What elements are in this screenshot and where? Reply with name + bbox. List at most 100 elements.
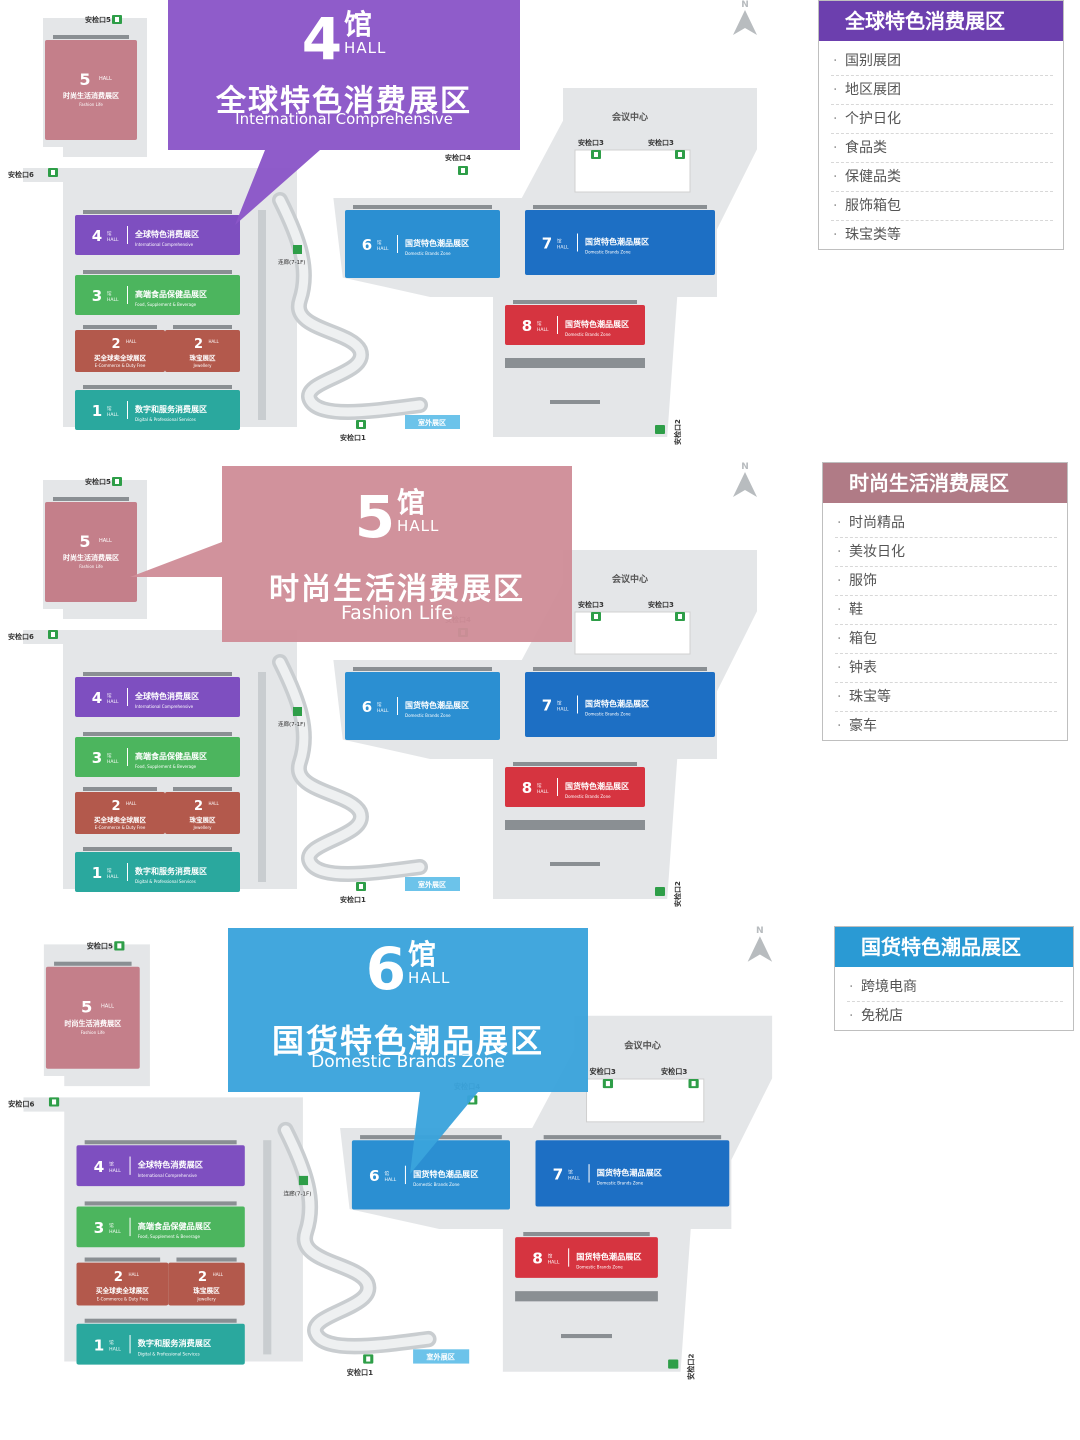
- hall-number: 8: [522, 317, 532, 335]
- hall-6-fill: [345, 672, 500, 740]
- hall-unit-label: HALL: [209, 339, 220, 344]
- hall-3-fill: [76, 1206, 245, 1248]
- hall-zone-en: E-Commerce & Duty Free: [97, 1296, 149, 1301]
- highlight-callout-shape: [228, 928, 588, 1174]
- gate-label: 安检口6: [8, 170, 34, 179]
- hall-unit-label: HALL: [129, 1272, 140, 1277]
- hall-zone-cn: 国货特色潮品展区: [597, 1167, 662, 1177]
- svg-text:馆: 馆: [557, 238, 562, 245]
- security-gate-gate2: 安检口2: [668, 1354, 696, 1380]
- walkway: [258, 210, 266, 420]
- hall-unit-label: HALL: [101, 1004, 114, 1010]
- outdoor-area: [413, 1349, 470, 1364]
- hall-zone-en: Digital & Professional Services: [135, 879, 196, 884]
- walkway: [263, 1140, 272, 1355]
- hall-zone-cn: 时尚生活消费展区: [63, 91, 119, 100]
- hall-unit-label: HALL: [209, 801, 220, 806]
- corridor-label: 连廊(7-1F): [284, 1189, 312, 1197]
- callout-bubble: [130, 466, 572, 642]
- category-item: 国别展团: [831, 47, 1053, 76]
- hall-zone-en: Jewellery: [192, 363, 212, 368]
- security-gate-gate2: 安检口2: [655, 419, 682, 445]
- hall-zone-en: Domestic Brands Zone: [585, 712, 631, 717]
- hall-2b-fill: [168, 1262, 245, 1306]
- gate-label: 安检口3: [661, 1067, 687, 1076]
- hall-zone-en: Domestic Brands Zone: [405, 713, 451, 718]
- hall-unit-label: HALL: [99, 538, 112, 544]
- svg-text:馆: 馆: [107, 692, 112, 699]
- svg-text:馆: 馆: [109, 1222, 114, 1229]
- hall-zone-en: International Comprehensive: [135, 704, 194, 709]
- category-item: 美妆日化: [835, 538, 1057, 567]
- hall-unit-label: HALL: [107, 699, 119, 705]
- gate-label: 安检口1: [340, 433, 366, 442]
- hall-zone-en: International Comprehensive: [135, 242, 194, 247]
- gate-label: 安检口5: [87, 941, 113, 950]
- security-gate-gate1: 安检口1: [340, 882, 366, 904]
- hall-zone-en: Food, Supplement & Beverage: [135, 302, 197, 307]
- hall-unit-label: HALL: [107, 759, 119, 765]
- hall-unit-label: HALL: [385, 1177, 397, 1183]
- security-gate-gate5: 安检口5: [85, 15, 122, 24]
- gate-label: 安检口2: [673, 419, 682, 445]
- hall-zone-cn: 全球特色消费展区: [137, 1160, 203, 1170]
- hall-3-fill: [75, 275, 240, 315]
- gate-icon: [655, 887, 665, 896]
- security-gate-gate3: 安检口3: [648, 600, 685, 621]
- hall-zone-cn: 买全球卖全球展区: [94, 353, 147, 362]
- hall-zone-en: Domestic Brands Zone: [565, 794, 611, 799]
- hall-zone-cn: 时尚生活消费展区: [63, 553, 119, 562]
- svg-text:馆: 馆: [107, 230, 112, 237]
- hall-zone-cn: 国货特色潮品展区: [565, 319, 629, 329]
- gate-label: 安检口6: [8, 632, 34, 641]
- hall-zone-en: Domestic Brands Zone: [413, 1182, 460, 1187]
- hall-zone-cn: 珠宝展区: [193, 1286, 220, 1295]
- category-panel: 时尚生活消费展区时尚精品美妆日化服饰鞋箱包钟表珠宝等豪车: [822, 462, 1068, 741]
- category-item: 珠宝类等: [831, 221, 1053, 249]
- hall-zone-en: Fashion Life: [79, 564, 103, 569]
- hall-4-fill: [75, 677, 240, 717]
- gate-label: 安检口5: [85, 15, 111, 24]
- hall-zone-en: Domestic Brands Zone: [576, 1265, 623, 1270]
- hall-2a-fill: [76, 1262, 169, 1306]
- hall-unit-label: HALL: [377, 246, 389, 252]
- svg-text:馆: 馆: [107, 290, 112, 297]
- security-gate-gate1: 安检口1: [340, 420, 366, 442]
- hall-zone-en: Domestic Brands Zone: [565, 332, 611, 337]
- callout-zone-cn: 时尚生活消费展区: [269, 572, 525, 607]
- hall-number: 6: [362, 698, 372, 716]
- category-item: 食品类: [831, 134, 1053, 163]
- hall-unit-label: HALL: [537, 327, 549, 333]
- corridor-label: 连廊(7-1F): [278, 720, 305, 728]
- hall-6-fill: [345, 210, 500, 278]
- hall-unit-label: HALL: [377, 708, 389, 714]
- hall-8-fill: [505, 305, 645, 345]
- hall-5-fill: [45, 40, 137, 140]
- hall-zone-cn: 高端食品保健品展区: [138, 1221, 211, 1231]
- hall-number: 3: [92, 749, 102, 767]
- hall-4-fill: [76, 1145, 245, 1187]
- hall-2b-fill: [165, 330, 240, 372]
- category-item: 服饰: [835, 567, 1057, 596]
- hall-zone-cn: 珠宝展区: [190, 815, 217, 824]
- category-list: 时尚精品美妆日化服饰鞋箱包钟表珠宝等豪车: [823, 503, 1067, 740]
- hall-number: 2: [198, 1270, 207, 1285]
- hall-zone-cn: 珠宝展区: [190, 353, 217, 362]
- category-item: 跨境电商: [847, 973, 1063, 1002]
- hall-unit-label: HALL: [568, 1175, 580, 1181]
- hall-zone-cn: 时尚生活消费展区: [64, 1019, 121, 1028]
- svg-text:馆: 馆: [385, 1170, 390, 1177]
- hall-zone-cn: 数字和服务消费展区: [135, 866, 207, 876]
